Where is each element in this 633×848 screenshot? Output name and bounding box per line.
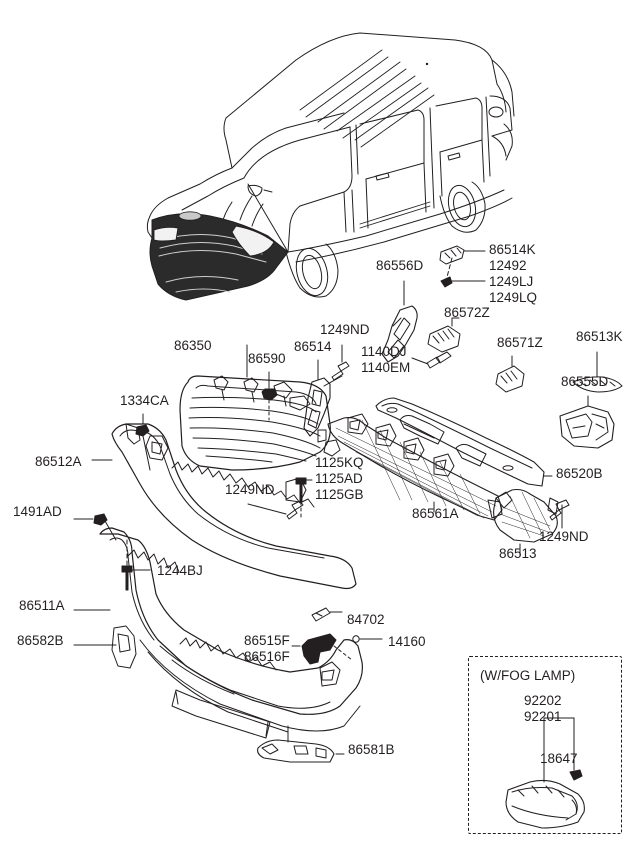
- label-1125KQ: 1125KQ: [315, 455, 364, 470]
- part-1249ND-bolt-lower: [549, 499, 570, 529]
- part-92201-fog-lamp: [505, 717, 585, 829]
- label-86590: 86590: [248, 351, 286, 366]
- label-1334CA: 1334CA: [120, 393, 169, 408]
- part-1334CA-clip: [135, 413, 151, 471]
- label-86515F: 86515F: [244, 633, 290, 648]
- part-86513K: [572, 351, 623, 393]
- label-86514: 86514: [294, 339, 332, 354]
- label-86582B: 86582B: [17, 633, 64, 648]
- part-86555D: [559, 395, 615, 449]
- part-86511A-lower-cover: [73, 527, 363, 739]
- label-1491AD: 1491AD: [13, 504, 62, 519]
- label-86516F: 86516F: [244, 649, 290, 664]
- fog-lamp-inset-box: [468, 656, 622, 834]
- label-18647: 18647: [540, 751, 578, 766]
- part-86515F-bracket: [291, 633, 353, 665]
- label-92201: 92201: [524, 709, 562, 724]
- part-1244BJ-bolt: [121, 539, 151, 591]
- label-86513K: 86513K: [576, 329, 623, 344]
- vehicle-illustration: [146, 32, 515, 301]
- part-86513: [493, 488, 559, 557]
- part-1249ND-bolt-top: [331, 344, 350, 381]
- part-86581B: [257, 725, 345, 763]
- label-1125GB: 1125GB: [315, 487, 364, 502]
- label-84702: 84702: [347, 612, 385, 627]
- label-1249LQ: 1249LQ: [489, 290, 538, 305]
- label-1125AD: 1125AD: [315, 471, 363, 486]
- part-86590-clip: [261, 371, 278, 421]
- label-1244BJ: 1244BJ: [157, 563, 203, 578]
- part-86514K: [439, 245, 486, 282]
- part-1140DJ-bolt: [411, 351, 452, 369]
- label-92202: 92202: [524, 693, 562, 708]
- label-1140EM: 1140EM: [361, 360, 411, 375]
- label-86571Z: 86571Z: [497, 335, 543, 350]
- part-84702-clip: [311, 607, 343, 622]
- label-86513: 86513: [499, 546, 537, 561]
- part-86350-grille: [179, 344, 331, 471]
- label-12492: 12492: [489, 258, 527, 273]
- part-86512A-cover: [91, 423, 357, 590]
- label-1140DJ: 1140DJ: [361, 344, 407, 359]
- part-86571Z: [495, 355, 525, 393]
- label-86555D: 86555D: [561, 374, 609, 389]
- part-14160-screw: [352, 635, 383, 643]
- part-18647-bulb: [569, 769, 583, 781]
- label-86572Z: 86572Z: [444, 305, 490, 320]
- highlighted-front-bumper-area: [149, 213, 289, 301]
- label-86520B: 86520B: [556, 466, 603, 481]
- label-86350: 86350: [174, 338, 212, 353]
- label-86514K: 86514K: [489, 242, 536, 257]
- part-1491AD-clip: [73, 513, 117, 541]
- label-86511A: 86511A: [19, 598, 65, 613]
- label-1249ND-lower: 1249ND: [539, 529, 589, 544]
- label-86512A: 86512A: [35, 454, 82, 469]
- part-86514: [303, 359, 343, 437]
- part-1249ND-bolt-grille: [247, 500, 304, 520]
- label-1249ND-top: 1249ND: [320, 322, 370, 337]
- label-86561A: 86561A: [412, 506, 459, 521]
- part-86556D: [381, 280, 418, 363]
- part-86572Z: [427, 317, 461, 353]
- label-14160: 14160: [388, 634, 426, 649]
- fog-lamp-inset-title: (W/FOG LAMP): [480, 668, 576, 683]
- part-86520B-beam: [375, 397, 553, 487]
- part-1249LJ-clip: [440, 276, 486, 288]
- label-86556D: 86556D: [376, 258, 424, 273]
- label-86581B: 86581B: [348, 742, 395, 757]
- label-1249ND-grille: 1249ND: [225, 482, 275, 497]
- part-1125-bolt: [295, 477, 313, 521]
- label-1249LJ: 1249LJ: [489, 274, 534, 289]
